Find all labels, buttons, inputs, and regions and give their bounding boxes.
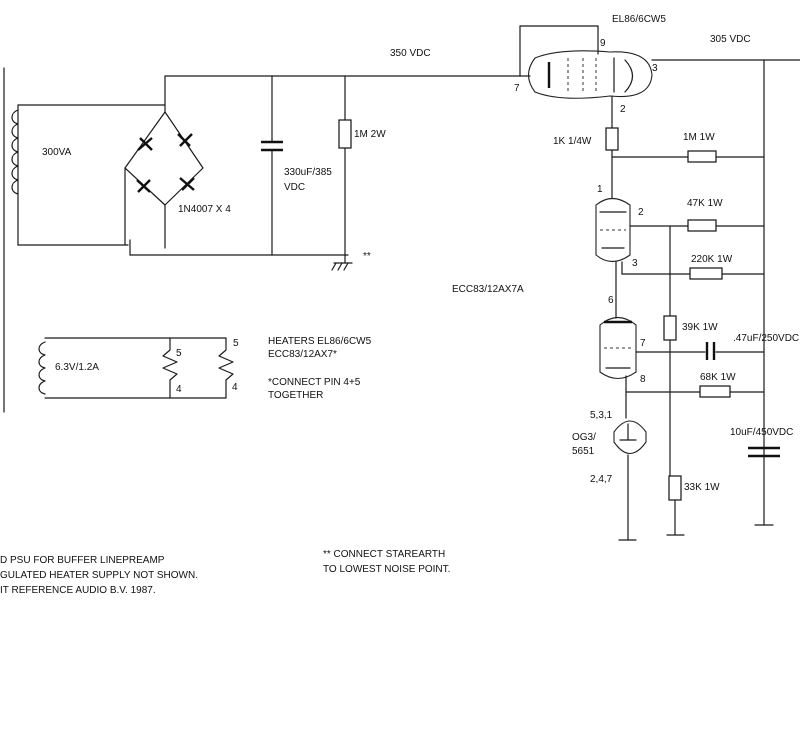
heater-pin-4b: 4 [232, 382, 238, 393]
og3-label-2: 5651 [572, 446, 595, 457]
ecc83-pin-8: 8 [640, 374, 646, 385]
r-1m1w-label: 1M 1W [683, 132, 715, 143]
og3-regulator: 5,3,1 OG3/ 5651 2,4,7 [572, 410, 647, 485]
r-220k-label: 220K 1W [691, 254, 733, 265]
heaters-note-1: *CONNECT PIN 4+5 [268, 377, 361, 388]
bleeder-resistor: 1M 2W [338, 75, 386, 256]
ecc83-pin-3: 3 [632, 258, 638, 269]
el86-label: EL86/6CW5 [612, 14, 666, 25]
notes: D PSU FOR BUFFER LINEPREAMP GULATED HEAT… [0, 549, 450, 596]
cap-filter-label-2: VDC [284, 182, 305, 193]
note-left-2: GULATED HEATER SUPPLY NOT SHOWN. [0, 570, 198, 581]
r-39k-label: 39K 1W [682, 322, 718, 333]
resistor-icon [699, 385, 731, 398]
ecc83-triode-lower: 7 8 [599, 316, 646, 385]
note-star-1: ** CONNECT STAREARTH [323, 549, 445, 560]
diode-icon [136, 179, 151, 193]
bridge-label: 1N4007 X 4 [178, 204, 231, 215]
el86-pin-9: 9 [600, 38, 606, 49]
heaters-line-1: HEATERS EL86/6CW5 [268, 336, 372, 347]
heater-filament-icon [162, 337, 178, 399]
ecc83-pin-7: 7 [640, 338, 646, 349]
star-earth-icon [331, 254, 353, 271]
resistor-icon [687, 219, 717, 232]
transformer-label: 300VA [42, 147, 72, 158]
triode-tube-icon [599, 316, 637, 380]
cap-10uf-label: 10uF/450VDC [730, 427, 793, 438]
resistor-icon [663, 315, 677, 341]
ecc83-label: ECC83/12AX7A [452, 284, 524, 295]
label-350vdc: 350 VDC [390, 48, 431, 59]
resistor-icon [338, 119, 352, 149]
heaters-line-2: ECC83/12AX7* [268, 349, 337, 360]
r-1k-label: 1K 1/4W [553, 136, 592, 147]
el86-pin-7: 7 [514, 83, 520, 94]
diode-icon [137, 137, 153, 151]
ecc83-pin-1: 1 [597, 184, 603, 195]
bridge-rectifier: 1N4007 X 4 [124, 75, 349, 256]
note-left-1: D PSU FOR BUFFER LINEPREAMP [0, 555, 165, 566]
gas-regulator-tube-icon [613, 420, 647, 455]
note-star-2: TO LOWEST NOISE POINT. [323, 564, 450, 575]
r-47k-label: 47K 1W [687, 198, 723, 209]
diode-icon [177, 133, 193, 147]
cap-047-label: .47uF/250VDC [733, 333, 799, 344]
r-1m2w-label: 1M 2W [354, 129, 386, 140]
triode-tube-icon [595, 197, 631, 263]
resistor-icon [689, 267, 723, 280]
filter-capacitor: 330uF/385 VDC [261, 75, 332, 256]
el86-pin-3: 3 [652, 63, 658, 74]
cap-filter-label-1: 330uF/385 [284, 167, 332, 178]
diode-icon [179, 177, 195, 191]
resistor-icon [668, 475, 682, 501]
heater-supply: 6.3V/1.2A 5 4 5 4 HEATERS EL86/6CW5 ECC8… [38, 336, 372, 401]
r-33k-label: 33K 1W [684, 482, 720, 493]
resistor-icon [687, 150, 717, 163]
heater-pin-5b: 5 [233, 338, 239, 349]
star-mark: ** [363, 251, 371, 262]
og3-label-1: OG3/ [572, 432, 596, 443]
r-68k-label: 68K 1W [700, 372, 736, 383]
heater-pin-5a: 5 [176, 348, 182, 359]
ecc83-triode-upper: 1 2 3 [595, 184, 644, 269]
heater-voltage-label: 6.3V/1.2A [55, 362, 99, 373]
label-305vdc: 305 VDC [710, 34, 751, 45]
pentode-tube-icon [527, 50, 653, 99]
heater-transformer-coil-icon [38, 341, 46, 395]
heater-pin-4a: 4 [176, 384, 182, 395]
ecc83-pin-6: 6 [608, 295, 614, 306]
el86-tube: EL86/6CW5 9 7 3 2 [514, 14, 666, 115]
el86-pin-2: 2 [620, 104, 626, 115]
heaters-note-2: TOGETHER [268, 390, 323, 401]
ecc83-pin-2: 2 [638, 207, 644, 218]
og3-pins-bottom: 2,4,7 [590, 474, 613, 485]
power-supply: 300VA 1N4007 X 4 350 VDC 330uF/385 [11, 48, 531, 271]
note-left-3: IT REFERENCE AUDIO B.V. 1987. [0, 585, 156, 596]
og3-pins-top: 5,3,1 [590, 410, 613, 421]
resistor-icon [605, 127, 619, 151]
heater-filament-icon [218, 337, 234, 399]
transformer-coil-icon [11, 109, 19, 195]
